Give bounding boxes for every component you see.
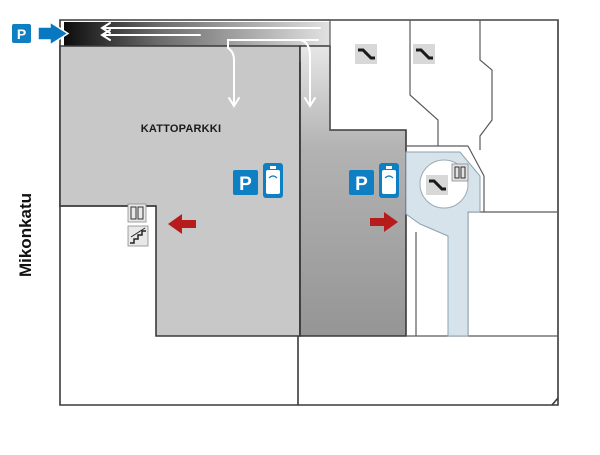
corner-notch [551, 397, 559, 406]
street-label: Mikonkatu [6, 170, 46, 300]
ramp-parking-sign: P [349, 170, 374, 195]
street-name: Mikonkatu [16, 192, 35, 278]
roof-parking-symbol: P [239, 174, 252, 195]
entrance-parking-symbol: P [17, 26, 26, 42]
escalator-icon [355, 44, 377, 64]
parking-area-label: KATTOPARKKI [140, 123, 222, 135]
traffic-arrows [100, 22, 321, 108]
parking-ticket-machine-icon [263, 163, 283, 198]
shop-walls [329, 19, 558, 337]
stairs-icon [127, 225, 149, 247]
entrance-arrow-icon [37, 20, 70, 47]
parking-ticket-machine-icon [379, 163, 399, 198]
entrance-parking-sign: P [12, 24, 31, 43]
direction-arrow-icon [370, 212, 398, 232]
roof-parking-sign: P [233, 170, 258, 195]
escalator-icon [413, 44, 435, 64]
elevator-icon [451, 163, 469, 182]
escalator-icon [426, 175, 448, 195]
elevator-icon [127, 203, 147, 223]
direction-arrow-icon [168, 214, 196, 234]
ramp-parking-symbol: P [355, 174, 368, 195]
